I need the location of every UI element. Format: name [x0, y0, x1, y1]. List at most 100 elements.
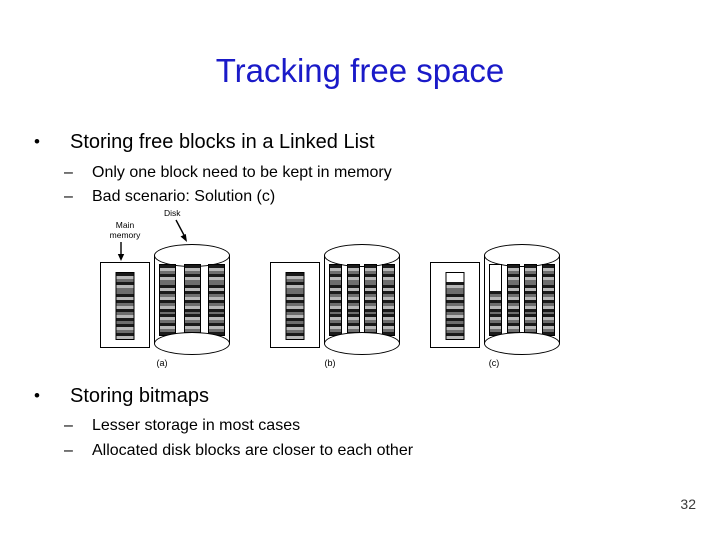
block-stripe [507, 279, 519, 283]
block-stripe [330, 282, 341, 286]
block-stripe [330, 311, 341, 315]
disk-cylinder [324, 244, 400, 356]
block-stripe [209, 299, 224, 303]
block-stripe [446, 324, 464, 327]
block-stripe [490, 276, 501, 280]
block-stripe [446, 297, 464, 300]
block-stripe [525, 265, 537, 268]
block-stripe [365, 308, 377, 312]
bullet-text: Bad scenario: Solution (c) [92, 188, 276, 205]
block-stripe [382, 302, 394, 306]
block-stripe [116, 285, 134, 288]
block-stripe [525, 294, 537, 297]
block-stripe [525, 288, 537, 292]
memory-stripes [116, 273, 134, 339]
block-stripe [160, 314, 175, 318]
block-stripe [184, 308, 200, 312]
block-stripe [365, 267, 377, 271]
block-stripe [542, 314, 554, 318]
cylinder-top-ellipse [324, 244, 400, 267]
block-stripe [286, 279, 304, 282]
block-stripe [446, 309, 464, 312]
block-stripe [184, 265, 200, 268]
block-stripe [490, 294, 501, 297]
block-stripe [382, 314, 394, 318]
block-stripe [490, 291, 501, 295]
block-stripe [330, 296, 341, 300]
block-stripe [184, 328, 200, 332]
slide-number: 32 [680, 496, 696, 512]
block-stripe [184, 276, 200, 280]
block-stripe [286, 315, 304, 318]
block-stripe [286, 321, 304, 324]
block-stripe [542, 296, 554, 300]
block-stripe [286, 273, 304, 276]
bullet-item-level2: –Bad scenario: Solution (c) [64, 187, 275, 207]
diagram-panel-a: Main memory Disk (a) [88, 206, 248, 381]
block-stripe [330, 302, 341, 306]
memory-stripes [446, 273, 464, 339]
block-stripe [382, 305, 394, 309]
block-stripe [446, 333, 464, 336]
disk-stripes [347, 265, 359, 335]
block-stripe [490, 311, 501, 315]
block-stripe [209, 273, 224, 277]
block-stripe [184, 317, 200, 321]
block-stripe [507, 276, 519, 280]
block-stripe [330, 265, 341, 268]
diagram-panel-c: (c) [418, 206, 578, 381]
block-stripe [382, 331, 394, 335]
block-stripe [490, 265, 501, 268]
block-stripe [116, 291, 134, 294]
block-stripe [286, 285, 304, 288]
block-stripe [446, 285, 464, 288]
bullet-item-level1: •Storing bitmaps [34, 384, 209, 408]
block-stripe [382, 294, 394, 297]
bullet-text: Storing bitmaps [70, 385, 209, 407]
block-stripe [330, 323, 341, 327]
block-stripe [507, 291, 519, 295]
block-stripe [365, 317, 377, 321]
block-stripe [330, 294, 341, 297]
block-stripe [286, 300, 304, 303]
block-stripe [365, 305, 377, 309]
block-stripe [542, 273, 554, 277]
block-stripe [365, 279, 377, 283]
block-stripe [542, 267, 554, 271]
block-stripe [446, 315, 464, 318]
block-stripe [542, 291, 554, 295]
block-stripe [160, 279, 175, 283]
block-stripe [160, 288, 175, 292]
block-stripe [209, 323, 224, 327]
disk-label: Disk [164, 208, 181, 218]
block-stripe [330, 314, 341, 318]
block-stripe [184, 311, 200, 315]
disk-block-stack [346, 264, 360, 336]
block-stripe [347, 311, 359, 315]
block-stripe [209, 311, 224, 315]
block-stripe [542, 323, 554, 327]
block-stripe [209, 267, 224, 271]
block-stripe [507, 314, 519, 318]
block-stripe [286, 282, 304, 285]
block-stripe [365, 276, 377, 280]
block-stripe [525, 291, 537, 295]
block-stripe [184, 323, 200, 327]
page-title: Tracking free space [215, 52, 505, 89]
block-stripe [160, 323, 175, 327]
disk-stripes [525, 265, 537, 335]
block-stripe [446, 306, 464, 309]
block-stripe [209, 291, 224, 295]
bullet-item-level2: –Allocated disk blocks are closer to eac… [64, 441, 413, 461]
block-stripe [446, 327, 464, 330]
block-stripe [347, 308, 359, 312]
panel-caption: (a) [156, 358, 168, 368]
block-stripe [286, 333, 304, 336]
block-stripe [525, 305, 537, 309]
block-stripe [347, 326, 359, 329]
disk-block-stack [541, 264, 555, 336]
block-stripe [286, 306, 304, 309]
block-stripe [184, 294, 200, 297]
block-stripe [490, 305, 501, 309]
block-stripe [525, 311, 537, 315]
